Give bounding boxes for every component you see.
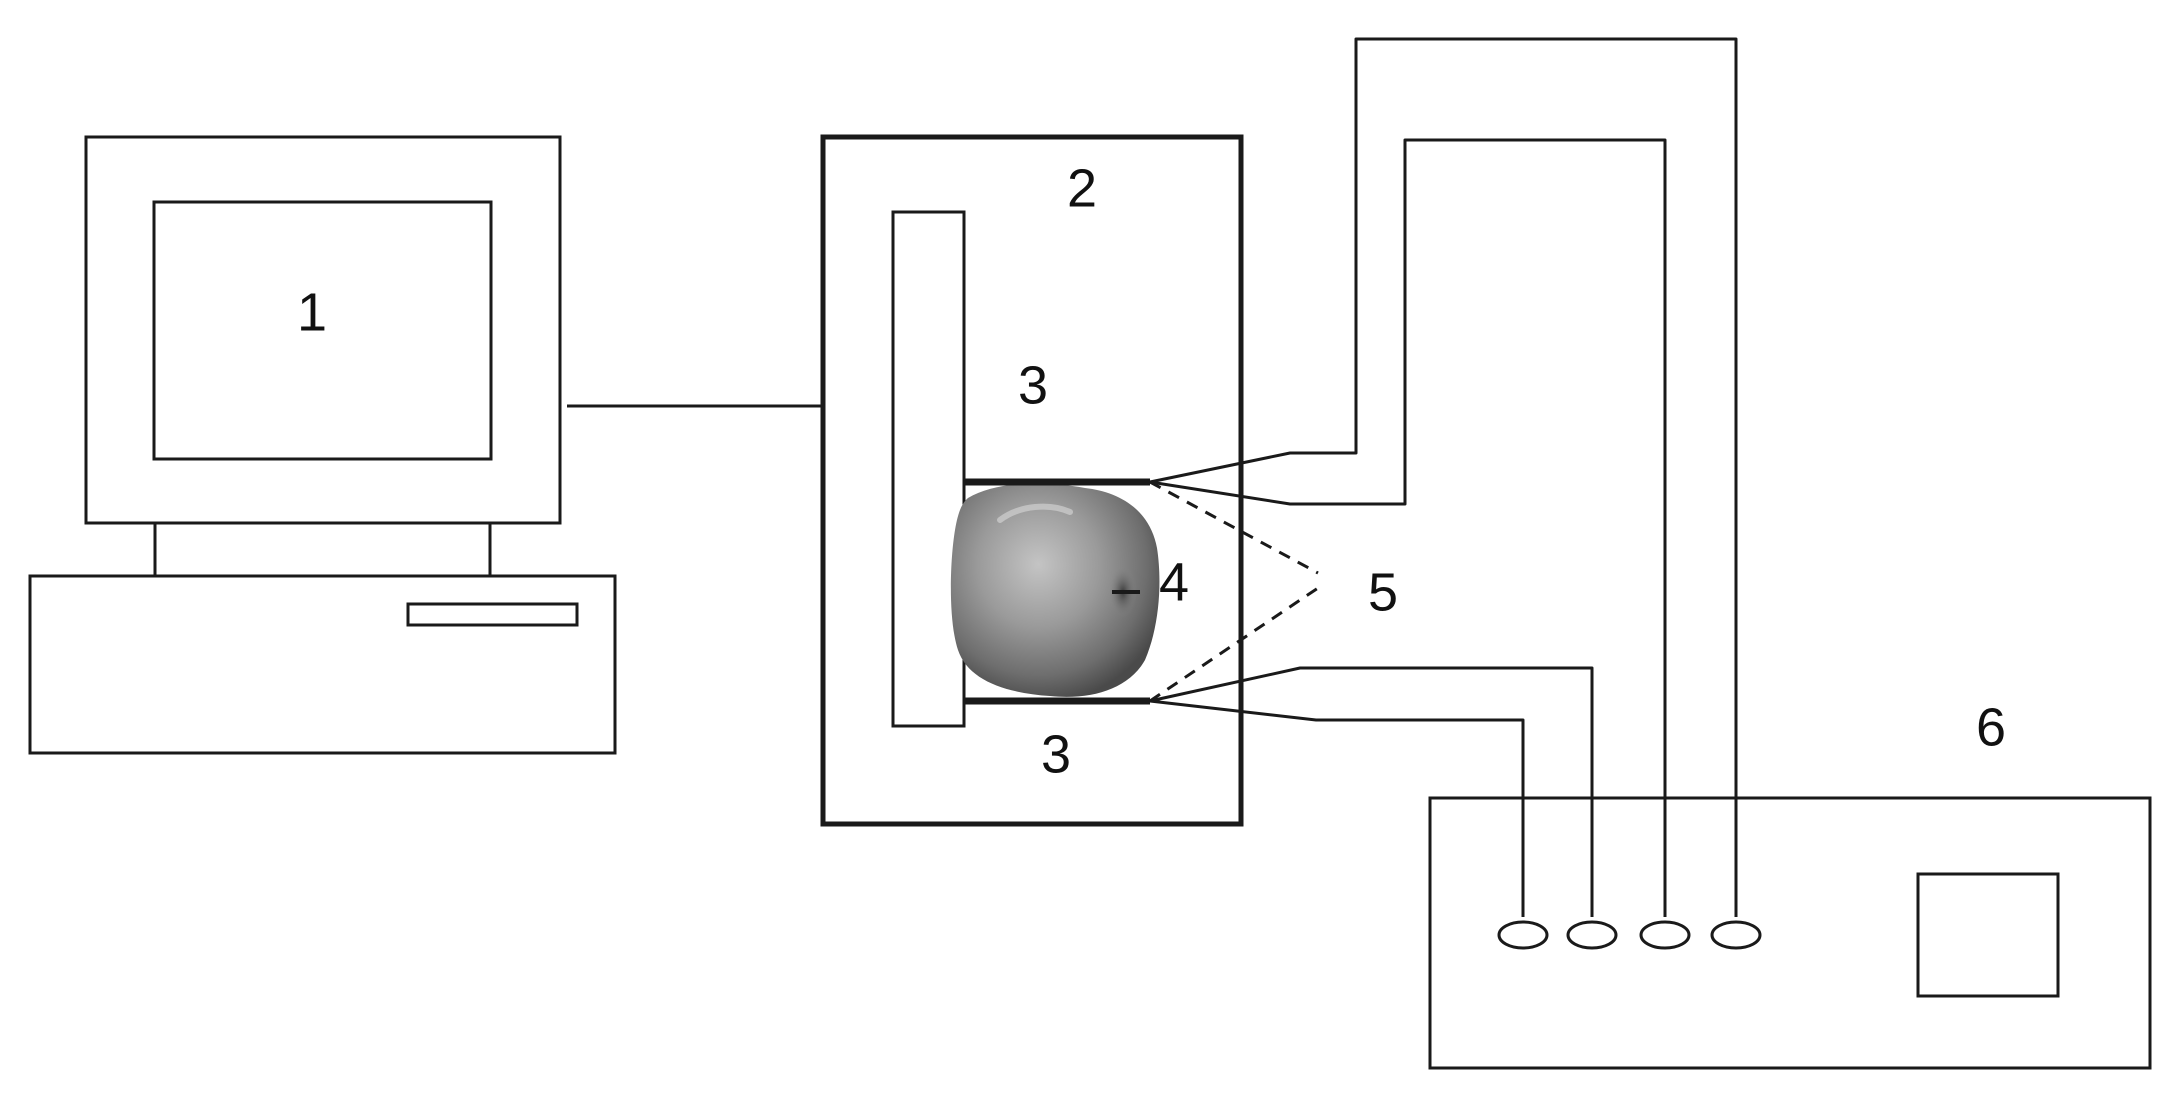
monitor-screen: [152, 200, 493, 461]
pointer-to-top-plate: [1149, 480, 1319, 575]
computer: [28, 135, 617, 755]
analyzer-display: [1916, 872, 2060, 998]
label-plate-top: 3: [1018, 355, 1048, 415]
chamber-enclosure: [820, 134, 1244, 827]
computer-base-unit: [28, 574, 617, 755]
lead-wire-top-2: [1149, 138, 1667, 917]
label-chamber: 2: [1067, 158, 1097, 218]
label-analyzer: 6: [1976, 697, 2006, 757]
electrode-pointers: [1149, 480, 1319, 703]
label-computer: 1: [297, 282, 327, 342]
lead-wires: [1149, 37, 1738, 917]
analyzer-terminal-3: [1639, 920, 1691, 950]
disk-drive-slot: [406, 602, 579, 627]
monitor-frame: [84, 135, 562, 525]
analyzer-terminal-2: [1566, 920, 1618, 950]
lead-wire-bottom-2: [1149, 699, 1525, 917]
analyzer-terminal-1: [1497, 920, 1549, 950]
lead-wire-top-1: [1149, 37, 1738, 917]
vertical-support-bar: [891, 210, 966, 728]
apple-body: [950, 483, 1160, 697]
analyzer-case: [1428, 796, 2152, 1070]
label-sample: 4: [1159, 552, 1189, 612]
lead-wire-bottom-1: [1149, 666, 1594, 917]
pointer-to-bottom-plate: [1149, 586, 1319, 703]
apple-highlight: [997, 503, 1073, 523]
analyzer-terminal-4: [1710, 920, 1762, 950]
impedance-analyzer: [1428, 796, 2152, 1070]
label-plate-bottom: 3: [1041, 724, 1071, 784]
label-electrodes: 5: [1368, 562, 1398, 622]
